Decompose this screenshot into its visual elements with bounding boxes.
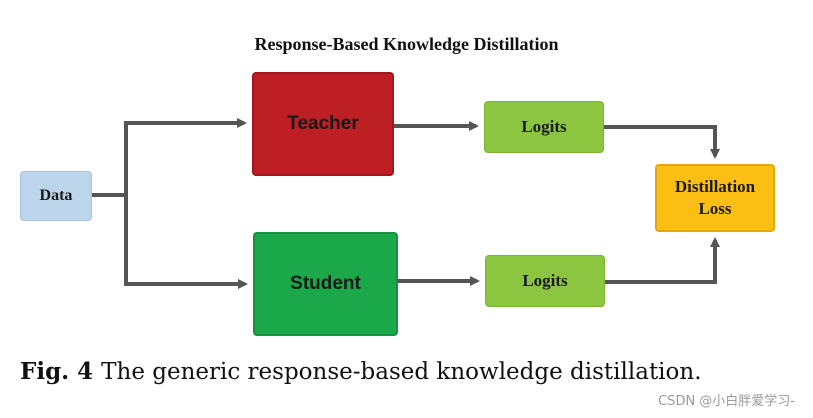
- student-node: Student: [253, 232, 398, 336]
- teacher-label: Teacher: [287, 113, 359, 134]
- figure-caption: Fig. 4 The generic response-based knowled…: [20, 358, 702, 385]
- loss-label-line1: Distillation: [674, 176, 756, 196]
- distillation-loss-node: Distillation Loss: [655, 164, 775, 232]
- data-node: Data: [20, 171, 92, 221]
- teacher-logits-label: Logits: [521, 117, 567, 136]
- arrow-logits-loss-bottom: [605, 237, 720, 284]
- teacher-node: Teacher: [252, 72, 394, 176]
- student-label: Student: [290, 273, 361, 294]
- arrow-logits-loss-top: [604, 125, 720, 159]
- arrow-data-teacher: [124, 118, 247, 195]
- student-logits-label: Logits: [522, 271, 568, 290]
- loss-label-line2: Loss: [698, 199, 732, 218]
- figure-caption-text: The generic response-based knowledge dis…: [101, 359, 702, 385]
- arrow-data-student: [124, 195, 248, 289]
- diagram-title: Response-Based Knowledge Distillation: [254, 34, 559, 54]
- watermark: CSDN @小白胖爱学习-: [658, 394, 795, 409]
- data-label: Data: [39, 187, 73, 204]
- figure-label: Fig. 4: [20, 358, 94, 385]
- student-logits-node: Logits: [485, 255, 605, 307]
- teacher-logits-node: Logits: [484, 101, 604, 153]
